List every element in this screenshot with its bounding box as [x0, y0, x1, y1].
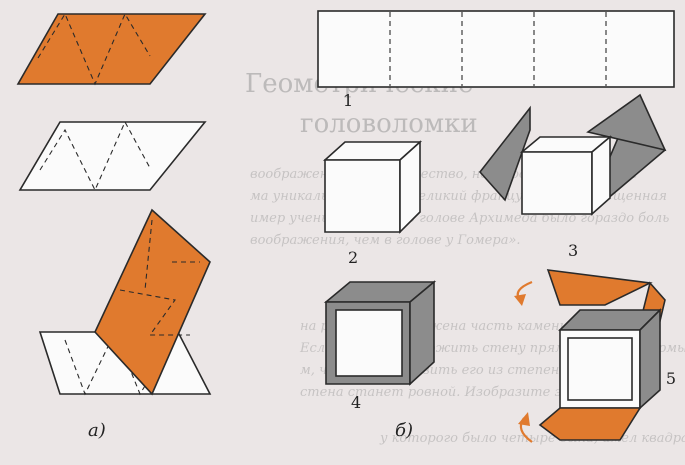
orange-rhombus [94, 208, 211, 396]
step-5-label: 5 [666, 369, 676, 388]
box-with-flaps [478, 93, 667, 216]
background-line: у которого было четыре сына, имел квадра… [379, 431, 685, 446]
group-b-label: б) [395, 420, 413, 441]
group-a-label: а) [88, 420, 106, 441]
paper-strip [317, 10, 675, 88]
step-3-label: 3 [568, 241, 578, 260]
step-2-label: 2 [348, 248, 358, 267]
arrowhead-icon [518, 412, 530, 426]
background-line: воображения, чем в голове у Гомера». [250, 233, 521, 248]
box-with-orange-flaps [538, 269, 666, 441]
gray-box [323, 280, 437, 386]
white-parallelogram [18, 120, 207, 192]
background-line: имер ученых сказал: «В голове Архимеда б… [250, 211, 669, 226]
step-1-label: 1 [343, 91, 353, 110]
background-heading-2: головоломки [300, 109, 478, 139]
arrowhead-icon [514, 294, 526, 306]
orange-parallelogram [16, 12, 207, 86]
open-box [322, 140, 423, 234]
step-4-label: 4 [351, 393, 361, 412]
